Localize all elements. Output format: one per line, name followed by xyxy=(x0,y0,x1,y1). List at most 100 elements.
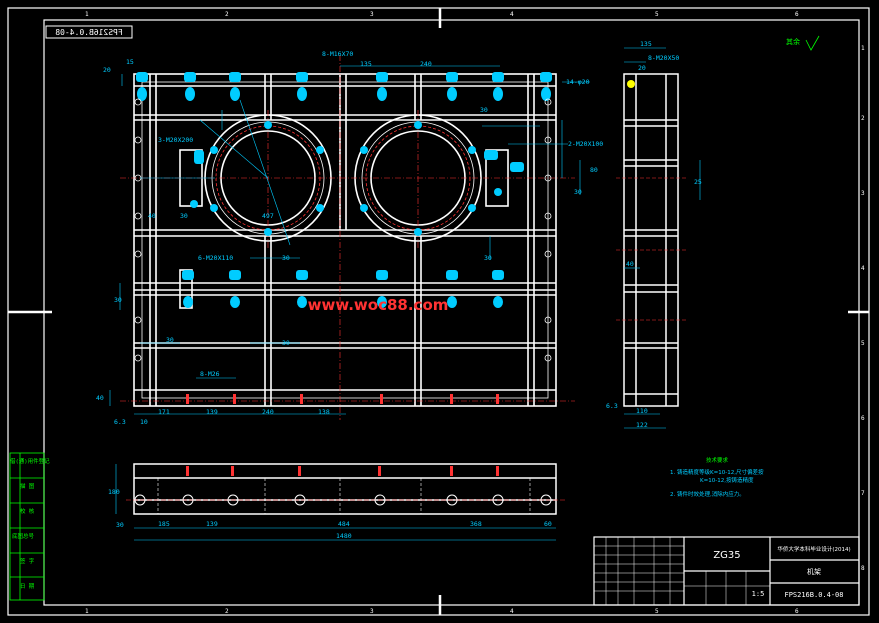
side-dim-25: 25 xyxy=(694,178,702,186)
technical-requirements: 技术要求 1. 铸造精度等级K=10-12,尺寸偏差按 K=10-12,按铸造精… xyxy=(670,456,764,498)
top-dim-60: 60 xyxy=(544,520,552,528)
dim-30-g: 30 xyxy=(166,336,174,344)
material-text: ZG35 xyxy=(713,550,740,561)
side-view: 135 8-M20X50 20 25 40 6.3 110 122 其余 xyxy=(606,35,820,429)
side-label-4: 签 字 xyxy=(20,557,35,565)
front-dimension-texts: 135 240 8-M16X70 20 15 14-φ20 30 3-M20X2… xyxy=(96,50,603,426)
callout-m20x100: 2-M20X100 xyxy=(568,140,603,148)
side-label-2: 校 核 xyxy=(20,507,35,515)
dim-171: 171 xyxy=(158,408,170,416)
tech-req-line1b: K=10-12,按铸造精度 xyxy=(700,476,754,484)
side-dim-20: 20 xyxy=(638,64,646,72)
top-dim-484: 484 xyxy=(338,520,350,528)
zone-top-1: 1 xyxy=(85,11,89,18)
drawing-number-text: FPS216B.0.4-08 xyxy=(784,591,843,599)
callout-m20x110: 6-M20X110 xyxy=(198,254,233,262)
side-holes xyxy=(134,98,552,362)
dim-80: 80 xyxy=(590,166,598,174)
dim-138: 138 xyxy=(318,408,330,416)
side-dim-110: 110 xyxy=(636,407,648,415)
zone-bottom-5: 5 xyxy=(655,608,659,615)
top-dim-368: 368 xyxy=(470,520,482,528)
school-text: 华侨大学本科毕业设计(2014) xyxy=(777,545,850,553)
zone-bottom-4: 4 xyxy=(510,608,514,615)
side-label-0: 借(通)用件登记 xyxy=(10,457,50,465)
dim-30-f: 30 xyxy=(114,296,122,304)
dim-6-3: 6.3 xyxy=(114,418,126,426)
roughness-note: 其余 xyxy=(786,37,800,46)
zone-right-5: 5 xyxy=(861,340,865,347)
top-view: 180 30 185 139 484 368 60 1480 xyxy=(108,463,565,541)
dim-30-h: 30 xyxy=(282,339,290,347)
mirrored-number-text: FPS216B.0.4-08 xyxy=(55,28,123,37)
side-dim-135: 135 xyxy=(640,40,652,48)
side-registration-table: 借(通)用件登记 描 图 校 核 底图总号 签 字 日 期 xyxy=(9,452,50,601)
dim-240-b: 240 xyxy=(262,408,274,416)
zone-top-4: 4 xyxy=(510,11,514,18)
zone-right-7: 7 xyxy=(861,490,865,497)
dim-10: 10 xyxy=(140,418,148,426)
side-callout-m20x50: 8-M20X50 xyxy=(648,54,679,62)
callout-phi20: 14-φ20 xyxy=(566,78,590,86)
side-dim-40: 40 xyxy=(626,260,634,268)
zone-top-3: 3 xyxy=(370,11,374,18)
title-block: ZG35 华侨大学本科毕业设计(2014) 机架 FPS216B.0.4-08 … xyxy=(593,536,860,606)
roughness-symbol-icon xyxy=(805,35,820,51)
dim-135: 135 xyxy=(360,60,372,68)
dim-240: 240 xyxy=(420,60,432,68)
callout-m20x200: 3-M20X200 xyxy=(158,136,193,144)
front-view: 135 240 8-M16X70 20 15 14-φ20 30 3-M20X2… xyxy=(96,50,603,426)
dim-30-a: 30 xyxy=(480,106,488,114)
zone-top-6: 6 xyxy=(795,11,799,18)
dim-40-b: 40 xyxy=(96,394,104,402)
front-centerlines xyxy=(120,55,575,420)
zone-right-2: 2 xyxy=(861,115,865,122)
callout-m16x70: 8-M16X70 xyxy=(322,50,353,58)
dim-15: 15 xyxy=(126,58,134,66)
zone-bottom-2: 2 xyxy=(225,608,229,615)
side-label-5: 日 期 xyxy=(20,583,35,590)
mirrored-number-box: FPS216B.0.4-08 xyxy=(45,25,133,39)
dim-30-d: 30 xyxy=(484,254,492,262)
zone-right-6: 6 xyxy=(861,415,865,422)
zone-top-2: 2 xyxy=(225,11,229,18)
bottom-hole-marks xyxy=(186,394,499,404)
side-label-1: 描 图 xyxy=(20,482,35,490)
part-name-text: 机架 xyxy=(807,567,821,576)
dim-30-b: 30 xyxy=(574,188,582,196)
zone-right-8: 8 xyxy=(861,565,865,572)
callout-m26: 8-M26 xyxy=(200,370,220,378)
dim-30-e: 30 xyxy=(282,254,290,262)
tech-req-line1: 1. 铸造精度等级K=10-12,尺寸偏差按 xyxy=(670,468,764,476)
tech-req-title: 技术要求 xyxy=(706,456,729,464)
side-dim-6-3: 6.3 xyxy=(606,402,618,410)
zone-right-3: 3 xyxy=(861,190,865,197)
top-dim-185: 185 xyxy=(158,520,170,528)
top-dim-1480: 1480 xyxy=(336,532,352,540)
zone-right-1: 1 xyxy=(861,45,865,52)
zone-right-4: 4 xyxy=(861,265,865,272)
bolt-heads xyxy=(136,72,552,308)
front-view-outline xyxy=(133,73,557,407)
dim-497: 497 xyxy=(262,212,274,220)
dim-139: 139 xyxy=(206,408,218,416)
top-dim-30: 30 xyxy=(116,521,124,529)
dim-40: 40 xyxy=(148,212,156,220)
top-dim-139: 139 xyxy=(206,520,218,528)
front-dimension-lines xyxy=(109,65,590,415)
border-zone-numbers: 1 2 3 4 5 6 1 2 3 4 5 6 1 2 3 4 5 6 7 8 xyxy=(85,11,865,615)
zone-bottom-6: 6 xyxy=(795,608,799,615)
zone-bottom-1: 1 xyxy=(85,608,89,615)
side-dim-122: 122 xyxy=(636,421,648,429)
dim-20: 20 xyxy=(103,66,111,74)
tech-req-line2: 2. 铸件时效处理,消除内应力。 xyxy=(670,490,745,498)
scale-text: 1:5 xyxy=(752,590,765,598)
drawing-frame xyxy=(7,7,870,616)
zone-top-5: 5 xyxy=(655,11,659,18)
top-dim-180: 180 xyxy=(108,488,120,496)
side-label-3: 底图总号 xyxy=(12,532,35,540)
watermark: www.woc88.com xyxy=(308,296,449,314)
dim-30-c: 30 xyxy=(180,212,188,220)
zone-bottom-3: 3 xyxy=(370,608,374,615)
